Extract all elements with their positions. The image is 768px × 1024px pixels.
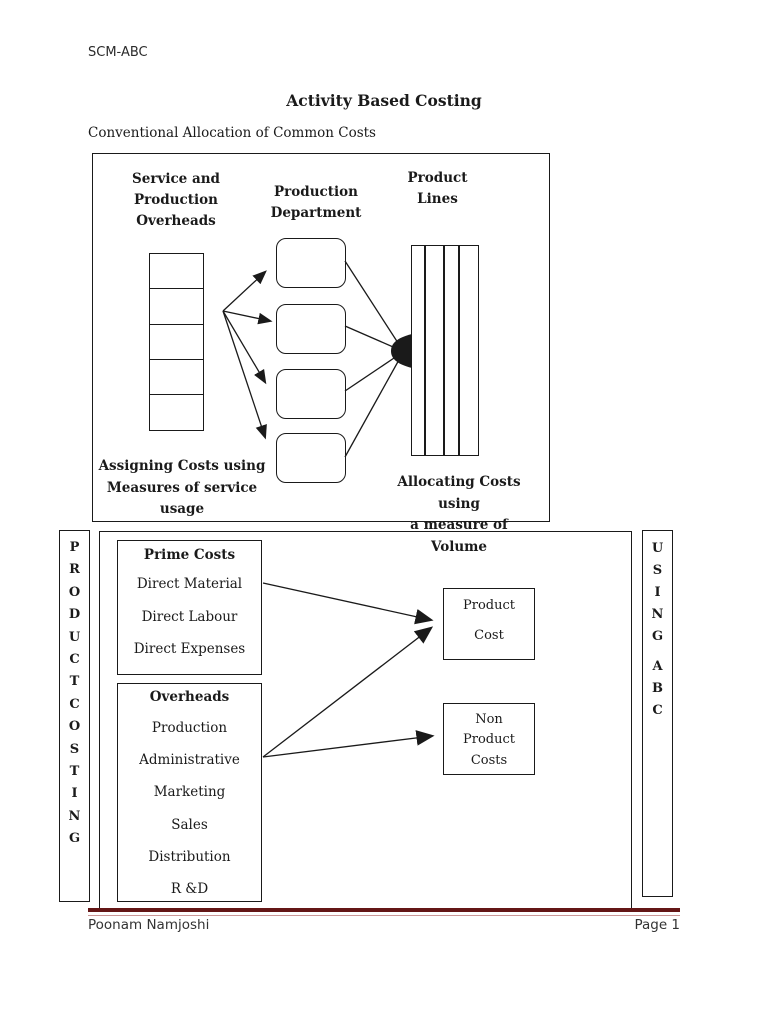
caption-allocating-costs: Allocating Costs using a measure of Volu… [380,472,538,558]
production-dept-box [276,304,346,354]
box-item: Direct Expenses [133,641,246,657]
section-heading: Conventional Allocation of Common Costs [88,125,376,141]
caption-line: a measure of Volume [410,517,508,555]
box-item: R &D [170,881,209,897]
box-item: Sales [171,817,208,833]
product-cost-box: Product Cost [443,588,535,660]
rail-word: ABC [652,659,663,718]
box-line: Non [475,712,503,727]
header-service-production-overheads: Service and Production Overheads [121,169,231,232]
box-item: Marketing [153,784,226,800]
footer-page-number: Page 1 [634,917,680,933]
product-line-divider [424,246,426,455]
caption-assigning-costs: Assigning Costs using Measures of servic… [98,456,266,521]
production-dept-box [276,369,346,419]
rail-using-abc: USING ABC [642,530,673,897]
product-lines-box [411,245,479,456]
box-line: Costs [470,752,508,768]
footer-author: Poonam Namjoshi [88,917,210,933]
box-item: Production [151,720,228,736]
production-dept-box [276,433,346,483]
stack-cell [149,253,204,290]
page-title: Activity Based Costing [286,91,482,110]
header-line: Department [270,205,362,221]
footer-rule [88,908,680,912]
header-line: Service and [132,171,220,187]
header-line: Lines [417,191,458,207]
diagram1-frame [92,153,550,522]
header-line: Production [274,184,358,200]
rail-word: PRODUCT [68,540,81,690]
product-line-divider [458,246,460,455]
caption-line: Measures of service [106,479,258,496]
stack-cell [149,288,204,325]
footer-rule-thin [88,914,680,916]
box-title: Overheads [149,689,230,705]
box-line: Product [463,732,515,748]
non-product-costs-box: Non Product Costs [443,703,535,775]
header-production-department: Production Department [260,182,372,224]
caption-line: Assigning Costs using [98,458,266,474]
caption-line: usage [159,501,205,517]
box-item: Distribution [148,849,231,865]
box-line: Product [463,598,515,613]
stack-cell [149,358,204,396]
header-line: Overheads [136,213,216,229]
box-item: Direct Labour [141,609,238,625]
production-dept-box [276,238,346,288]
overhead-cost-stack [149,253,204,431]
stack-cell [149,323,204,361]
product-line-divider [443,246,445,455]
box-item: Administrative [139,752,240,768]
header-product-lines: Product Lines [390,168,485,210]
prime-costs-box: Prime Costs Direct Material Direct Labou… [117,540,262,675]
stack-cell [149,394,204,431]
doc-code-label: SCM-ABC [88,45,148,60]
header-line: Production [134,192,218,208]
header-line: Product [407,170,468,186]
overheads-box: Overheads Production Administrative Mark… [117,683,262,902]
caption-line: Allocating Costs using [397,474,521,512]
rail-product-costing: PRODUCT COSTING [59,530,90,902]
box-title: Prime Costs [143,547,236,563]
box-line: Cost [474,628,504,643]
rail-word: USING [651,541,664,644]
box-item: Direct Material [136,576,243,592]
rail-word: COSTING [68,696,81,847]
